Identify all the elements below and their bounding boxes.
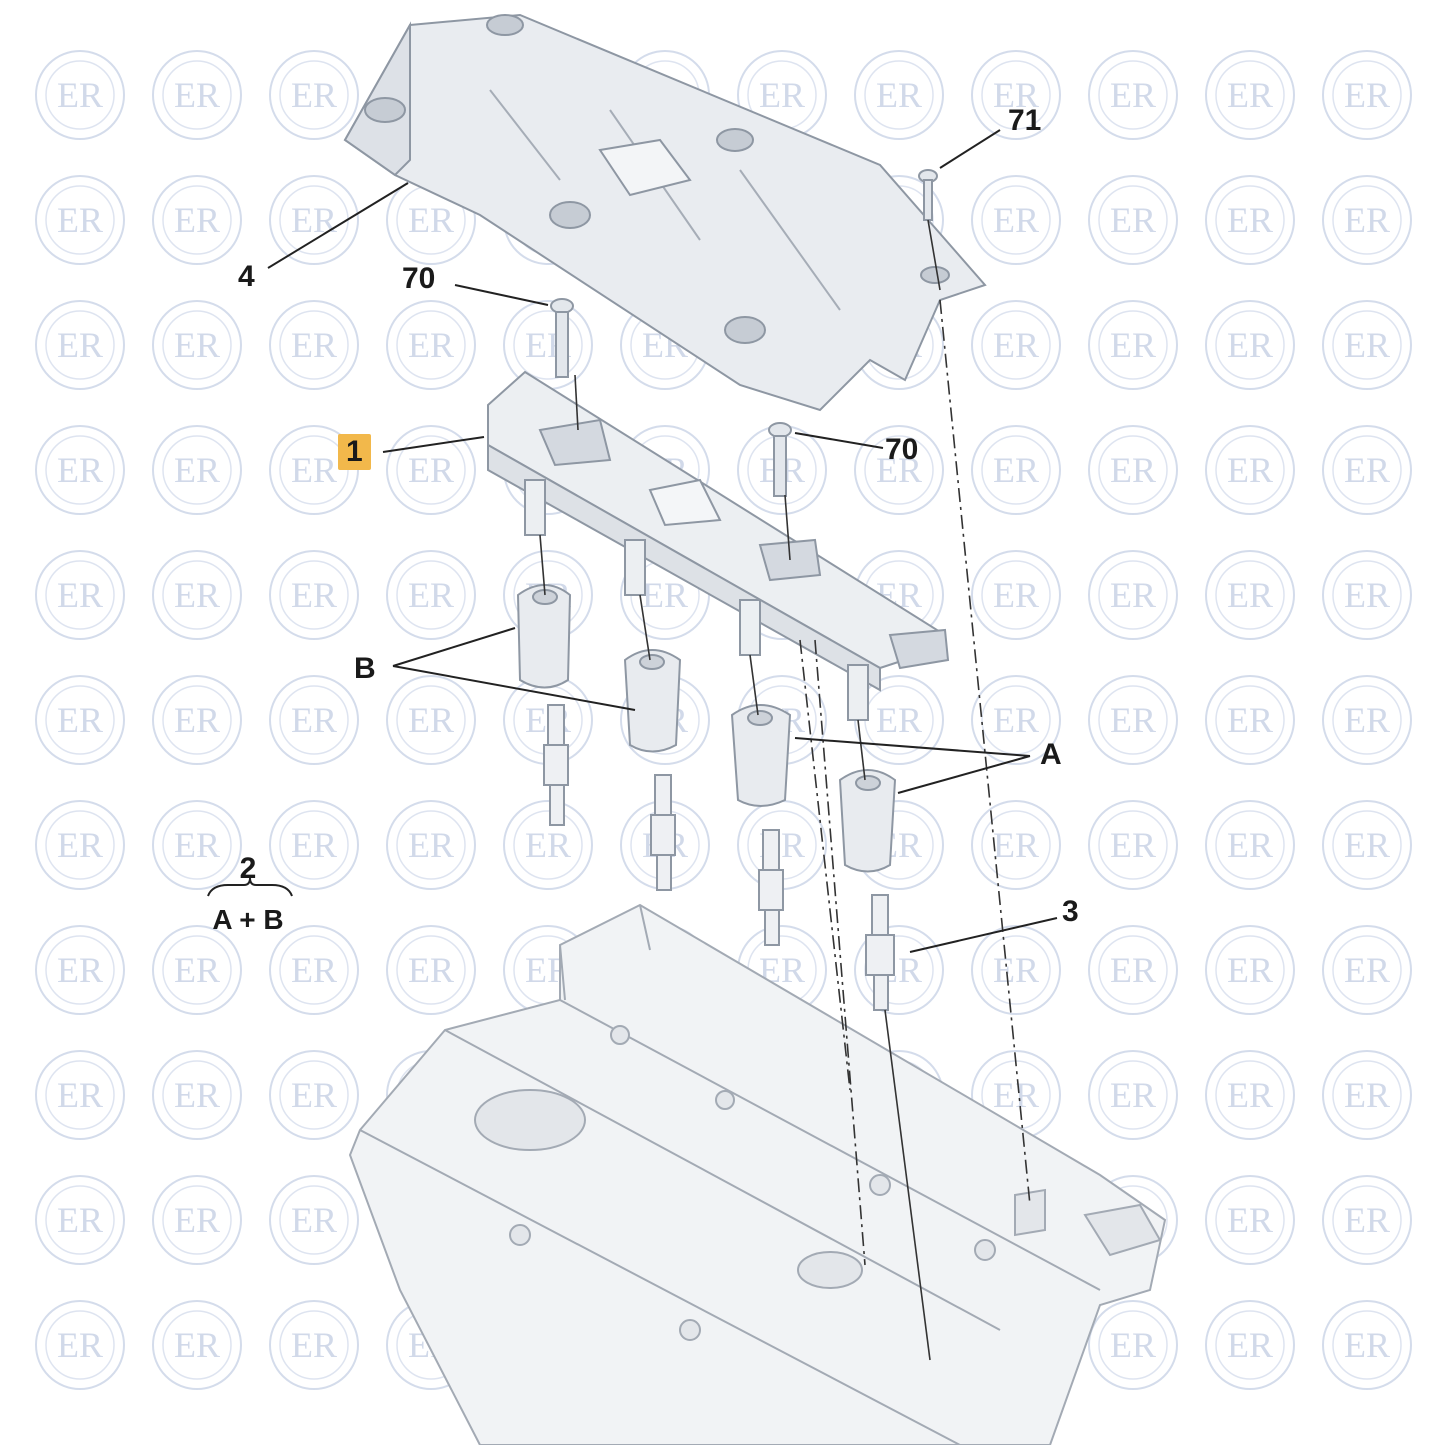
coil-boots bbox=[516, 584, 897, 873]
ignition-coil bbox=[487, 370, 950, 721]
callout-coil-boot-b: B bbox=[354, 652, 376, 685]
leader-lines bbox=[207, 129, 1058, 953]
callout-coil-boot-a: A bbox=[1040, 738, 1062, 771]
callout-cover: 4 bbox=[238, 260, 255, 293]
assembly-note-components: A + B bbox=[212, 904, 284, 935]
assembly-note: 2 A + B bbox=[196, 852, 300, 936]
spark-plugs bbox=[543, 704, 895, 1011]
cylinder-head bbox=[348, 903, 1167, 1446]
coil-screw-right bbox=[768, 422, 792, 497]
assembly-note-number: 2 bbox=[239, 852, 257, 885]
callout-coil-screw-left: 70 bbox=[402, 262, 436, 295]
engine-cover bbox=[343, 13, 987, 412]
coil-screw-left bbox=[550, 298, 574, 378]
callout-ignition-coil: 1 bbox=[338, 434, 371, 470]
part-axis-lines bbox=[539, 219, 941, 1361]
callout-coil-screw-right: 70 bbox=[885, 433, 919, 466]
callout-cover-screw: 71 bbox=[1008, 104, 1042, 137]
assembly-axis-lines bbox=[799, 299, 1031, 1266]
callout-spark-plug: 3 bbox=[1062, 895, 1079, 928]
